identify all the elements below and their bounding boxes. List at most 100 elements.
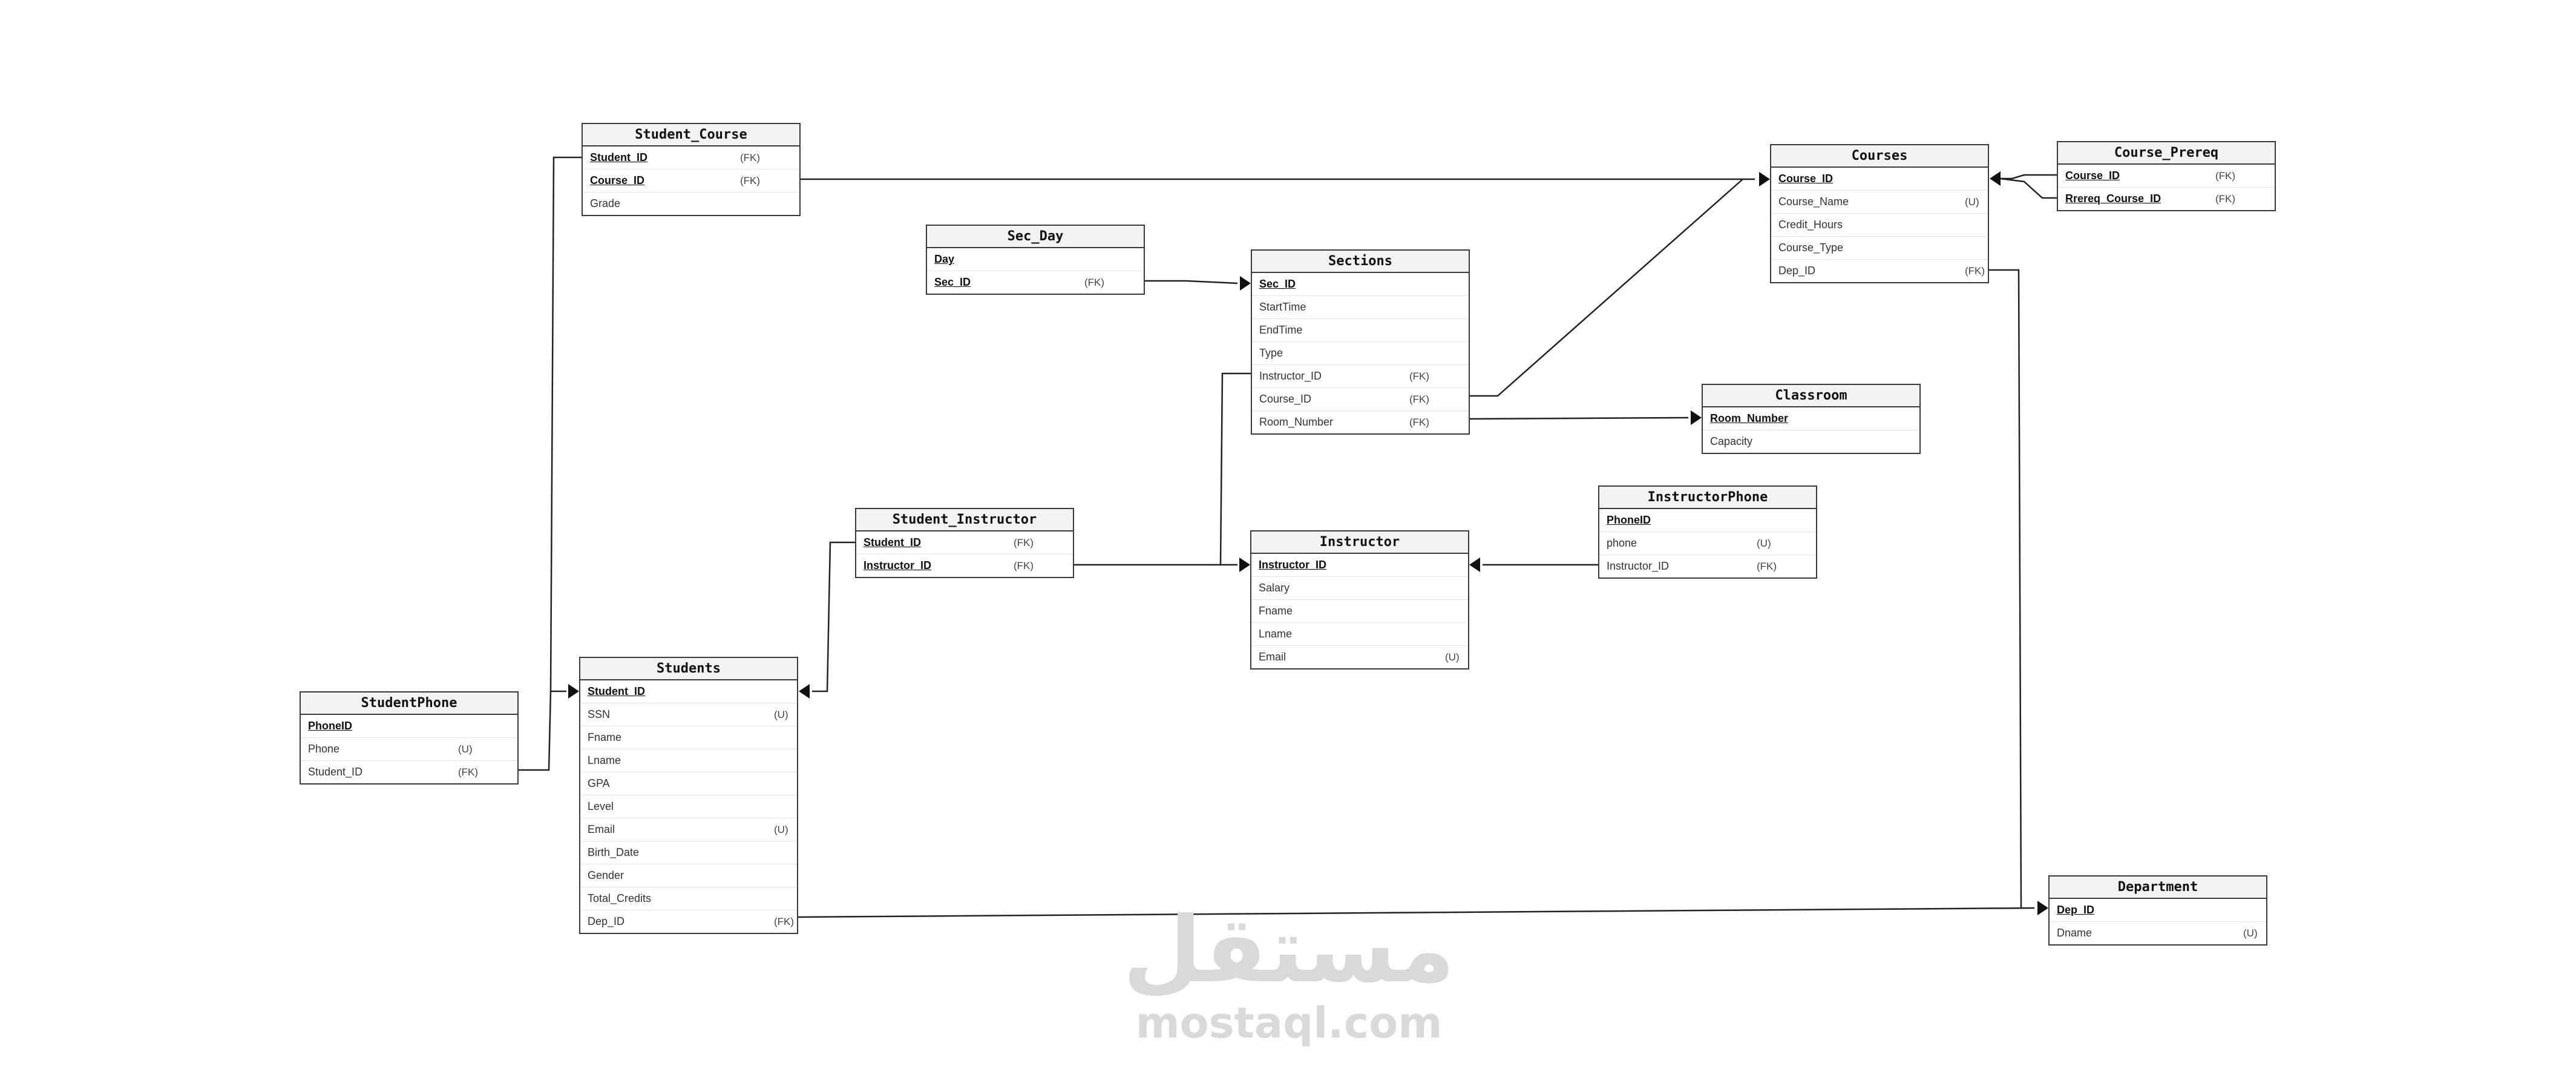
- relationship-student-phone-to-students: [519, 691, 552, 771]
- entity-title: Department: [2050, 877, 2266, 899]
- primary-key-name: Sec_ID: [934, 276, 971, 288]
- relationship-sections-to-instructor: [1219, 372, 1251, 565]
- arrowhead-icon: [1990, 171, 2001, 186]
- attribute-row: Course_ID(FK): [583, 169, 799, 192]
- attribute-row: Dname(U): [2050, 922, 2266, 944]
- watermark: مستقل mostaql.com: [1113, 902, 1464, 1047]
- attribute-name: Fname: [1259, 605, 1293, 617]
- attribute-name: Student_ID: [308, 766, 363, 778]
- primary-key-name: PhoneID: [308, 720, 353, 732]
- attribute-row: EndTime: [1252, 319, 1469, 342]
- attribute-row: Course_Name(U): [1771, 191, 1988, 214]
- primary-key-name: Instructor_ID: [864, 559, 932, 571]
- attribute-row: Gender: [580, 864, 797, 887]
- attribute-constraint: (FK): [458, 766, 479, 778]
- attribute-name: Salary: [1259, 582, 1290, 594]
- primary-key-name: PhoneID: [1607, 514, 1651, 526]
- attribute-row: Instructor_ID(FK): [856, 554, 1073, 577]
- attribute-row: Email(U): [580, 818, 797, 841]
- attribute-name: StartTime: [1259, 301, 1306, 313]
- attribute-row: Sec_ID: [1252, 273, 1469, 296]
- attribute-constraint: (FK): [774, 916, 795, 927]
- watermark-arabic: مستقل: [1122, 898, 1455, 1003]
- attribute-name: Dep_ID: [588, 915, 625, 927]
- primary-key-name: Dep_ID: [2057, 904, 2095, 916]
- attribute-row: phone(U): [1599, 532, 1816, 555]
- attribute-row: Course_ID: [1771, 168, 1988, 191]
- arrowhead-icon: [2037, 901, 2048, 915]
- attribute-name: Type: [1259, 347, 1283, 359]
- attribute-row: Birth_Date: [580, 841, 797, 864]
- attribute-name: Instructor_ID: [1607, 560, 1670, 572]
- attribute-name: Room_Number: [1259, 416, 1334, 428]
- relationship-courses-to-department: [1989, 269, 2022, 909]
- attribute-row: Total_Credits: [580, 887, 797, 910]
- attribute-row: Fname: [1251, 600, 1468, 623]
- primary-key-name: Day: [934, 253, 955, 265]
- attribute-name: Course_Name: [1778, 196, 1849, 208]
- attribute-row: Instructor_ID (FK): [1599, 555, 1816, 577]
- relationship-sections-to-classroom: [1469, 416, 1689, 420]
- arrowhead-icon: [1759, 172, 1770, 186]
- attribute-constraint: (FK): [1409, 393, 1430, 405]
- primary-key-name: Rrereq_Course_ID: [2065, 192, 2161, 205]
- attribute-constraint: (U): [2243, 927, 2258, 939]
- attribute-row: Credit_Hours: [1771, 214, 1988, 237]
- attribute-row: Course_ID (FK): [2058, 165, 2275, 188]
- attribute-constraint: (FK): [1014, 537, 1034, 548]
- entity-title: Sec_Day: [927, 226, 1144, 248]
- attribute-row: Salary: [1251, 577, 1468, 600]
- attribute-constraint: (FK): [1757, 561, 1777, 572]
- primary-key-name: Student_ID: [588, 685, 646, 697]
- arrowhead-icon: [1240, 276, 1251, 291]
- attribute-name: Email: [1259, 651, 1286, 663]
- attribute-constraint: (U): [458, 743, 473, 755]
- attribute-name: Capacity: [1710, 435, 1753, 447]
- attribute-name: SSN: [588, 708, 611, 720]
- relationship-student-course-to-students: [549, 156, 582, 693]
- attribute-name: Total_Credits: [588, 892, 652, 904]
- attribute-row: Lname: [1251, 623, 1468, 646]
- attribute-name: Phone: [308, 743, 340, 755]
- attribute-name: Grade: [590, 197, 621, 209]
- entity-title: Student_Course: [583, 124, 799, 146]
- attribute-name: Course_ID: [1259, 393, 1312, 405]
- attribute-row: Student_ID (FK): [301, 761, 517, 783]
- relationship-sections-to-courses: [1470, 179, 1743, 397]
- primary-key-name: Student_ID: [590, 151, 648, 163]
- attribute-constraint: (U): [1757, 538, 1771, 549]
- attribute-row: Dep_ID: [2050, 899, 2266, 922]
- relationship-sec-day-to-sections: [1145, 280, 1238, 285]
- attribute-name: Level: [588, 800, 614, 812]
- attribute-name: Instructor_ID: [1259, 370, 1322, 382]
- attribute-name: Credit_Hours: [1778, 219, 1843, 231]
- primary-key-name: Course_ID: [2065, 169, 2120, 182]
- attribute-row: Student_ID(FK): [856, 531, 1073, 554]
- relationship-course-prereq-to-courses: [1999, 177, 2057, 199]
- primary-key-name: Room_Number: [1710, 412, 1789, 424]
- attribute-name: GPA: [588, 777, 610, 789]
- attribute-constraint: (FK): [2215, 170, 2236, 182]
- primary-key-name: Sec_ID: [1259, 278, 1296, 290]
- primary-key-name: Course_ID: [1778, 173, 1834, 185]
- attribute-name: Course_Type: [1778, 242, 1844, 254]
- attribute-row: Dep_ID (FK): [580, 910, 797, 933]
- entity-title: Courses: [1771, 145, 1988, 168]
- attribute-name: Birth_Date: [588, 846, 640, 858]
- arrowhead-icon: [1691, 410, 1702, 425]
- primary-key-name: Course_ID: [590, 174, 645, 186]
- attribute-row: Instructor_ID: [1251, 554, 1468, 577]
- attribute-name: Dep_ID: [1778, 265, 1816, 277]
